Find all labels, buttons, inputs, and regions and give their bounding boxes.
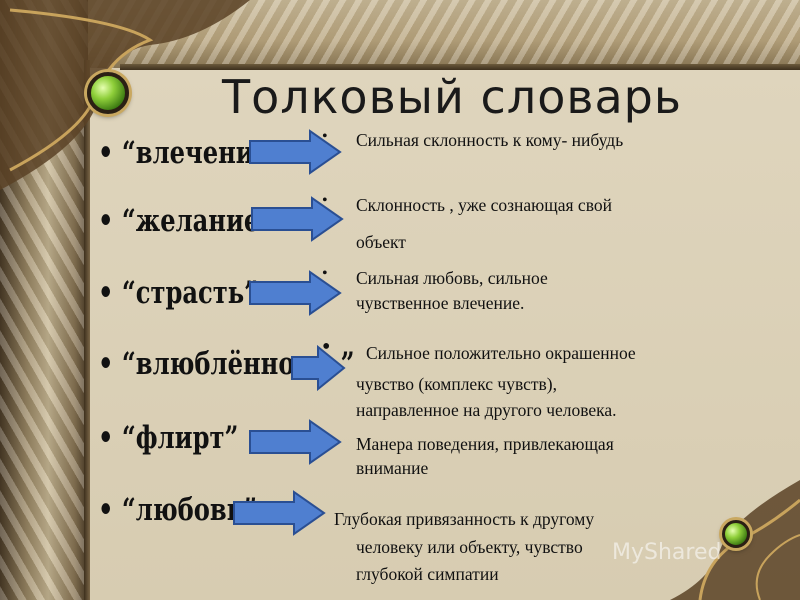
definition-line: объект (356, 232, 406, 252)
term-lyubov: • “любовь” (98, 492, 258, 528)
definition-line: Сильная склонность к кому- нибудь (356, 130, 624, 150)
definition-line: внимание (356, 458, 429, 478)
left-border-edge (84, 60, 90, 600)
definition-line: Глубокая привязанность к другому (334, 509, 595, 529)
definition-line: Склонность , уже сознающая свой (356, 195, 612, 215)
term-strast: • “страсть” (98, 275, 259, 311)
definition-line: Сильное положительно окрашенное (366, 343, 636, 363)
corner-ornament-top-left (0, 0, 250, 190)
term-zhelanie: • “желание” (98, 203, 274, 239)
definition-line: чувственное влечение. (356, 293, 525, 313)
bullet-dot-icon: • (322, 128, 328, 145)
right-arrow-icon (249, 270, 342, 316)
definition-line: направленное на другого человека. (356, 400, 617, 420)
right-arrow-icon (249, 419, 342, 465)
definition-line: Сильная любовь, сильное (356, 268, 548, 288)
definition-line: человеку или объекту, чувство (356, 537, 583, 557)
content-panel (90, 70, 800, 600)
watermark-text: MyShared (612, 540, 722, 565)
term-flirt: • “флирт” (98, 420, 239, 456)
bullet-dot-icon: • (322, 192, 328, 209)
right-arrow-icon (249, 129, 342, 175)
right-arrow-icon (233, 490, 326, 536)
definition-line: чувство (комплекс чувств), (356, 374, 557, 394)
bullet-dot-icon: • (322, 334, 331, 360)
top-border-edge (120, 64, 800, 70)
gem-icon (87, 72, 129, 114)
gem-icon (722, 520, 750, 548)
bullet-dot-icon: • (322, 265, 328, 282)
definition-line: глубокой симпатии (356, 564, 499, 584)
right-arrow-icon (251, 196, 344, 242)
right-arrow-icon (291, 345, 346, 391)
definition-line: Манера поведения, привлекающая (356, 434, 614, 454)
page-title: Толковый словарь (222, 70, 682, 124)
